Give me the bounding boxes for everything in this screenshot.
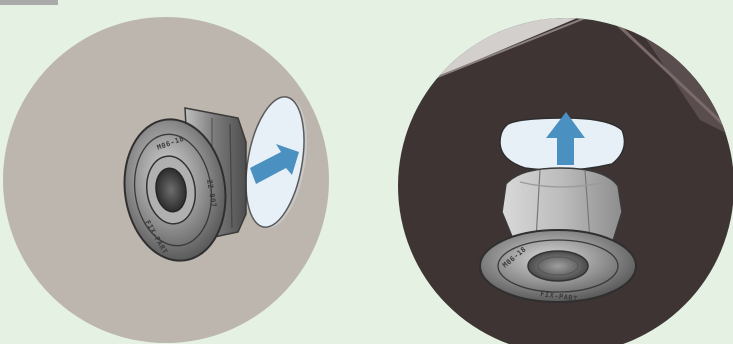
right-panel: M06-18 FIX-PART: [390, 0, 733, 344]
left-panel: M06-18 ZZ-007 FIX-PART: [3, 17, 329, 343]
thread-hole-right: [528, 251, 588, 281]
